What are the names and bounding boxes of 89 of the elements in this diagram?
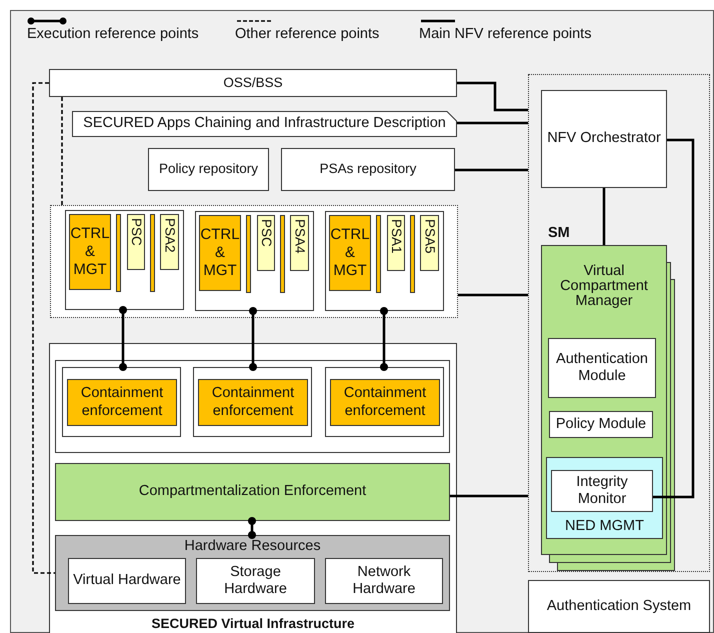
connector: [602, 188, 606, 245]
box-label: Compartmentalization Enforcement: [138, 483, 366, 501]
box-label: Network Hardware: [352, 564, 416, 598]
connector: [457, 82, 528, 112]
bar: [280, 215, 285, 293]
box-label: PSC: [258, 219, 274, 247]
container-box: [62, 367, 181, 437]
hardware-box: [68, 558, 186, 604]
module-box: [548, 338, 656, 398]
box-label: Authentication Module: [555, 350, 649, 386]
box-label: PSA2: [162, 218, 178, 253]
box-label: NFV Orchestrator: [547, 130, 661, 148]
repository-box: [281, 148, 455, 191]
group-box: [55, 360, 450, 453]
psa-box: [387, 215, 405, 271]
container-box: [325, 367, 444, 437]
box-label: PSA5: [422, 219, 438, 254]
infrastructure-box: [49, 343, 457, 633]
hardware-box: [325, 558, 443, 604]
container-box: [195, 211, 314, 311]
box-label: Virtual Compartment Manager: [559, 264, 649, 310]
legend-label: Execution reference points: [27, 26, 199, 42]
psa-box: [257, 215, 275, 271]
psa-box: [420, 215, 439, 271]
bar: [150, 214, 155, 292]
psa-box: [160, 214, 179, 270]
bar: [116, 214, 121, 292]
enforcement-box: [198, 379, 308, 426]
box-label: PSA4: [292, 219, 308, 254]
box-label: OSS/BSS: [223, 74, 283, 92]
connector: [457, 122, 528, 124]
box-label: Hardware Resources: [184, 538, 321, 556]
connector: [458, 294, 528, 296]
control-box: [329, 215, 371, 291]
control-box: [69, 214, 111, 290]
enforcement-box: [67, 379, 177, 426]
box-label: Virtual Hardware: [73, 572, 181, 590]
container-box: [325, 211, 444, 311]
module-box: [549, 411, 653, 438]
box-label: CTRL & MGT: [200, 226, 240, 280]
box-label: PSA1: [388, 219, 404, 254]
box-label: Containment enforcement: [210, 385, 296, 420]
dotted-group-box: [50, 205, 458, 318]
orchestrator-box: [541, 90, 667, 188]
connector: [450, 494, 528, 498]
psa-box: [127, 214, 145, 270]
legend-label: Main NFV reference points: [419, 26, 592, 42]
box-label: CTRL & MGT: [330, 226, 370, 280]
control-box: [199, 215, 241, 291]
box-label: Policy repository: [158, 161, 258, 178]
bar: [376, 215, 381, 293]
hardware-group-box: [55, 535, 450, 611]
repository-box: [148, 148, 269, 191]
hardware-box: [196, 558, 315, 604]
execution-connector: [119, 306, 127, 371]
connector: [653, 138, 694, 498]
group-heading: SM: [548, 225, 570, 242]
enforcement-box: [330, 379, 440, 426]
box-label: SECURED Apps Chaining and Infrastructure Description: [83, 115, 446, 133]
box-label: Containment enforcement: [342, 385, 428, 420]
box-label: PSC: [128, 218, 144, 246]
description-banner: [72, 111, 457, 137]
execution-connector: [249, 307, 257, 371]
execution-connector: [380, 307, 388, 371]
dashed-connector: [32, 82, 55, 574]
container-box: [193, 367, 312, 437]
dashed-connector: [61, 97, 63, 205]
dotted-group-box: [528, 74, 710, 572]
management-box: [546, 457, 663, 539]
system-box: [49, 69, 457, 97]
box-label: CTRL & MGT: [70, 225, 110, 279]
bar: [246, 215, 251, 293]
legend-label: Other reference points: [235, 26, 380, 42]
box-label: Authentication System: [546, 598, 692, 616]
monitor-box: [551, 470, 653, 512]
connector: [455, 168, 528, 172]
box-label: NED MGMT: [565, 518, 644, 535]
box-label: Containment enforcement: [80, 385, 164, 420]
container-box: [65, 210, 184, 310]
enforcement-band: [55, 463, 450, 521]
execution-connector: [248, 517, 256, 539]
box-label: PSAs repository: [320, 161, 416, 178]
box-label: Integrity Monitor: [575, 474, 629, 508]
box-label: SECURED Virtual Infrastructure: [151, 616, 355, 632]
box-label: Policy Module: [556, 416, 646, 434]
bar: [410, 215, 415, 293]
system-box: [528, 580, 710, 633]
box-label: Storage Hardware: [223, 564, 288, 598]
psa-box: [290, 215, 309, 271]
